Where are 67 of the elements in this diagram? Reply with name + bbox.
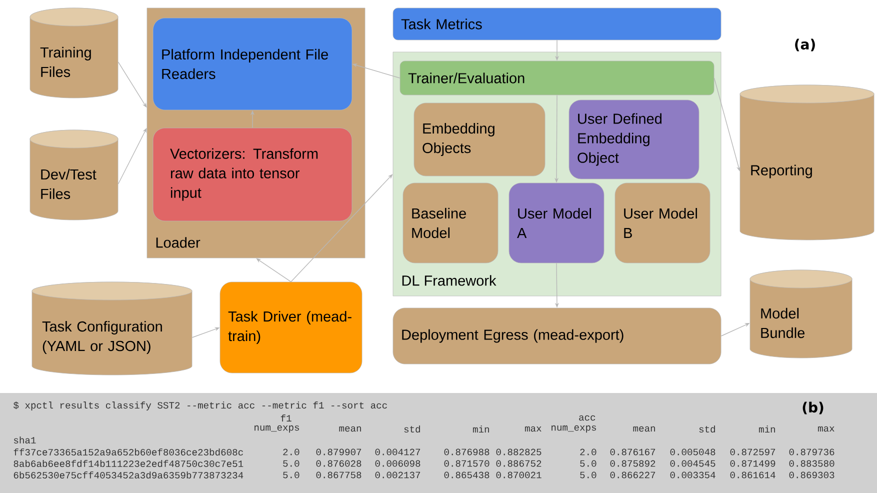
table-cell: 0.882825 <box>496 448 542 456</box>
table-cell: 0.004545 <box>670 460 716 467</box>
database-cylinder: Task Configuration (YAML or JSON) <box>32 282 192 376</box>
process-box: User Model B <box>614 182 710 264</box>
database-cylinder: Model Bundle <box>750 270 852 358</box>
column-header: num_exps <box>254 425 299 433</box>
command-line: $ xpctl results classify SST2 --metric acc --metric f1 --sort acc <box>14 402 387 410</box>
column-header: min <box>759 426 775 432</box>
table-cell: 0.867758 <box>316 472 362 478</box>
table-cell: 0.876167 <box>610 448 656 456</box>
process-box: Deployment Egress (mead-export) <box>392 308 722 364</box>
panel-label: (a) <box>795 38 815 52</box>
table-cell: 2.0 <box>283 448 300 456</box>
database-cylinder: Dev/Test Files <box>30 130 118 220</box>
table-cell: 0.869303 <box>789 472 834 478</box>
column-header: max <box>818 426 834 432</box>
process-box: Task Driver (mead-train) <box>220 282 362 374</box>
column-header: std <box>699 425 715 433</box>
table-cell: ff37ce73365a152a9a652b60ef8036ce23bd608c <box>14 448 243 456</box>
arrow <box>256 258 292 282</box>
table-cell: 0.883580 <box>789 460 834 467</box>
table-cell: 0.006098 <box>375 460 420 467</box>
column-header: acc <box>579 415 596 421</box>
database-cylinder: Reporting <box>740 84 874 240</box>
table-cell: 0.002137 <box>375 472 420 478</box>
table-cell: 0.876988 <box>444 448 490 456</box>
table-cell: 0.879736 <box>789 448 834 456</box>
table-cell: 0.875892 <box>610 460 656 467</box>
table-cell: 5.0 <box>283 460 300 467</box>
table-cell: 0.870021 <box>496 472 542 478</box>
table-cell: 0.871499 <box>730 460 776 467</box>
column-header: mean <box>339 426 361 432</box>
table-cell: 0.003354 <box>670 472 716 478</box>
table-cell: 0.866227 <box>610 472 656 478</box>
process-box: Embedding Objects <box>414 102 546 176</box>
table-cell: 0.876028 <box>316 460 362 467</box>
process-box: Vectorizers: Transform raw data into tensor input <box>152 128 352 222</box>
database-cylinder: Training Files <box>30 8 118 98</box>
table-cell: 0.004127 <box>375 448 420 456</box>
process-bar: Task Metrics <box>392 8 722 40</box>
table-cell: 0.871570 <box>444 460 490 467</box>
table-cell: 0.879907 <box>316 448 362 456</box>
table-cell: 0.886752 <box>496 460 542 467</box>
table-cell: 6b562530e75cff4053452a3d9a6359b773873234 <box>14 471 244 479</box>
table-cell: 0.865438 <box>444 472 490 478</box>
column-header: num_exps <box>552 425 596 433</box>
process-box: Baseline Model <box>402 182 498 264</box>
table-cell: 0.861614 <box>730 472 776 478</box>
table-cell: 5.0 <box>580 472 596 478</box>
table-cell: 5.0 <box>580 460 596 467</box>
table-cell: 8ab6ab6ee8fdf14b111223e2edf48750c30c7e51 <box>14 460 244 468</box>
panel-label: (b) <box>802 402 824 414</box>
row-header: sha1 <box>14 436 36 444</box>
column-header: std <box>404 425 420 433</box>
table-cell: 0.872597 <box>730 448 776 456</box>
column-header: max <box>525 426 542 432</box>
column-header: f1 <box>280 414 292 422</box>
arrow <box>290 174 393 282</box>
process-bar: Trainer/Evaluation <box>400 60 714 96</box>
process-box: Platform Independent File Readers <box>152 18 352 110</box>
column-header: min <box>473 426 489 432</box>
table-cell: 2.0 <box>580 448 596 456</box>
column-header: mean <box>633 426 655 432</box>
table-cell: 0.005048 <box>670 448 716 456</box>
table-cell: 5.0 <box>283 472 300 478</box>
process-box: User Defined Embedding Object <box>568 100 700 180</box>
process-box: User Model A <box>508 182 604 264</box>
